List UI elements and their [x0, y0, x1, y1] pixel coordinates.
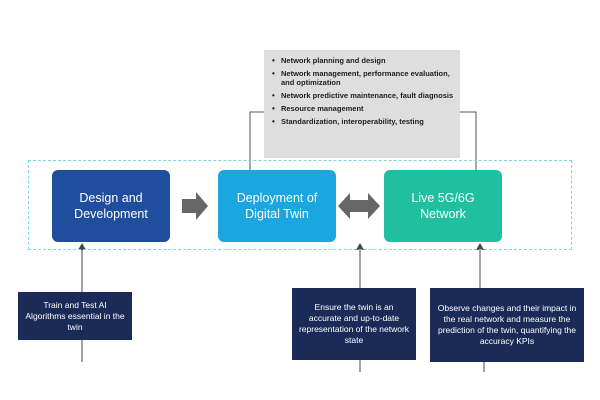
- usecase-link-deploy: [249, 111, 264, 170]
- stage-deployment-digital-twin: Deployment of Digital Twin: [218, 170, 336, 242]
- dashed-frame: [28, 160, 572, 250]
- usecase-link-live: [460, 111, 477, 170]
- arrow-train-head: [78, 243, 86, 250]
- use-case-item: Network planning and design: [272, 56, 454, 65]
- use-case-list: Network planning and design Network mana…: [272, 56, 454, 126]
- arrow-ensure-head: [356, 243, 364, 250]
- stage-design-development: Design and Development: [52, 170, 170, 242]
- use-case-box: Network planning and design Network mana…: [264, 50, 460, 158]
- stage-live-label: Live 5G/6G Network: [411, 191, 475, 221]
- arrow-design-to-deploy: [182, 192, 208, 220]
- note-train-text: Train and Test AI Algorithms essential i…: [25, 299, 125, 332]
- arrow-observe-head: [476, 243, 484, 250]
- use-case-item: Resource management: [272, 104, 454, 113]
- arrow-deploy-live: [338, 193, 380, 219]
- use-case-item: Standardization, interoperability, testi…: [272, 117, 454, 126]
- note-ensure-accuracy: Ensure the twin is an accurate and up-to…: [292, 288, 416, 360]
- note-observe-changes: Observe changes and their impact in the …: [430, 288, 584, 362]
- note-observe-text: Observe changes and their impact in the …: [437, 303, 577, 346]
- stage-design-label: Design and Development: [74, 191, 148, 221]
- stage-deploy-label: Deployment of Digital Twin: [236, 191, 318, 221]
- note-train-test: Train and Test AI Algorithms essential i…: [18, 292, 132, 340]
- use-case-item: Network management, performance evaluati…: [272, 69, 454, 87]
- stage-live-network: Live 5G/6G Network: [384, 170, 502, 242]
- use-case-item: Network predictive maintenance, fault di…: [272, 91, 454, 100]
- note-ensure-text: Ensure the twin is an accurate and up-to…: [298, 302, 410, 345]
